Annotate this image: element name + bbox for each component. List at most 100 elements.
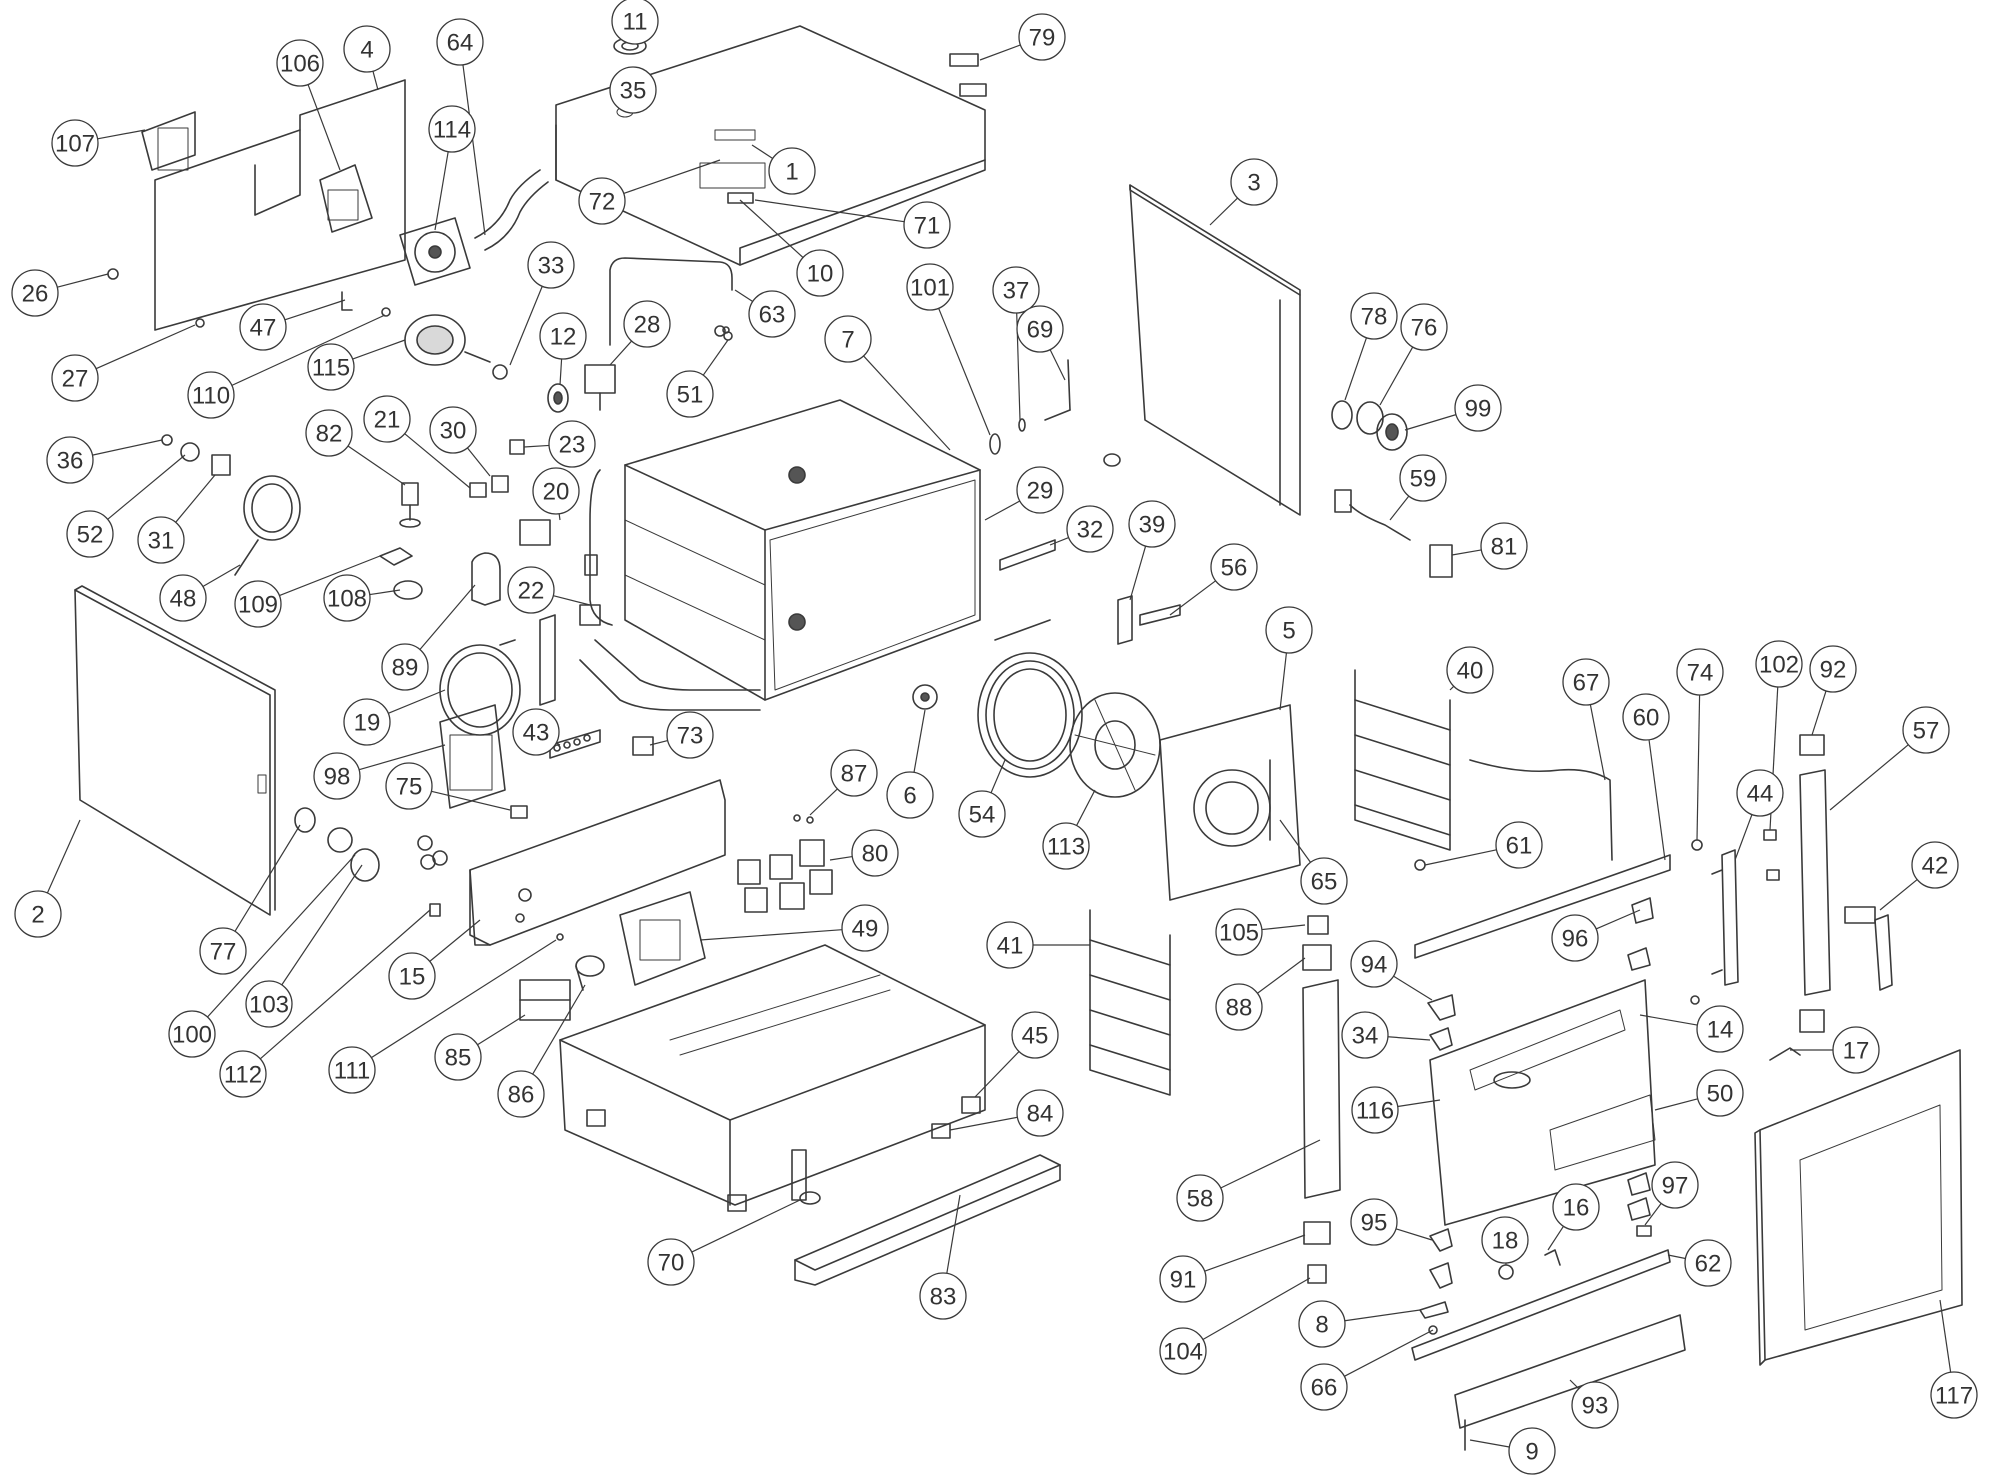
- part-connector: [510, 736, 654, 819]
- leader-line-82: [347, 445, 406, 486]
- part-pcb: [619, 891, 706, 986]
- callout-label: 106: [280, 51, 320, 78]
- callout-circle: [187, 371, 235, 419]
- callout-15: 15: [388, 952, 436, 1000]
- callout-label: 77: [210, 939, 237, 966]
- callout-label: 80: [862, 841, 889, 868]
- callout-57: 57: [1902, 706, 1950, 754]
- callout-circle: [1508, 1427, 1556, 1475]
- callout-51: 51: [666, 370, 714, 418]
- callout-101: 101: [906, 263, 954, 311]
- leader-line-88: [1257, 957, 1306, 994]
- callout-63: 63: [748, 290, 796, 338]
- callout-97: 97: [1651, 1161, 1699, 1209]
- callout-19: 19: [343, 698, 391, 746]
- callout-54: 54: [958, 790, 1006, 838]
- callout-label: 17: [1843, 1038, 1870, 1065]
- part-support: [791, 1149, 821, 1205]
- part-feet: [586, 1096, 981, 1212]
- leader-line-79: [979, 44, 1021, 61]
- leader-line-16: [1547, 1225, 1564, 1251]
- part-door-hinges: [1427, 897, 1654, 1289]
- callout-label: 3: [1247, 170, 1260, 197]
- part-sensor-wire: [1334, 489, 1453, 578]
- leader-line-93: [1569, 1379, 1580, 1390]
- leader-line-83: [946, 1194, 961, 1274]
- callout-label: 18: [1492, 1228, 1519, 1255]
- callout-label: 10: [807, 261, 834, 288]
- leader-line-104: [1202, 1277, 1311, 1341]
- callout-circle: [830, 749, 878, 797]
- part-elbow: [471, 552, 501, 606]
- callout-label: 116: [1356, 1098, 1394, 1125]
- leader-line-50: [1654, 1098, 1698, 1111]
- leader-line-86: [532, 984, 586, 1075]
- callout-83: 83: [919, 1272, 967, 1320]
- leader-line-1: [751, 144, 774, 159]
- callout-72: 72: [578, 177, 626, 225]
- leader-line-87: [809, 788, 838, 816]
- callout-circle: [429, 406, 477, 454]
- callout-label: 91: [1170, 1267, 1197, 1294]
- part-probe: [1044, 359, 1071, 421]
- callout-33: 33: [527, 241, 575, 289]
- callout-circle: [851, 829, 899, 877]
- callout-label: 48: [170, 586, 197, 613]
- part-right-side-panel: [1129, 184, 1301, 516]
- callout-label: 92: [1820, 657, 1847, 684]
- leader-line-114: [434, 151, 449, 231]
- callout-circle: [66, 510, 114, 558]
- callout-circle: [1571, 1381, 1619, 1429]
- leader-line-117: [1939, 1299, 1952, 1373]
- leader-line-116: [1397, 1099, 1441, 1108]
- callout-label: 107: [55, 131, 95, 158]
- leader-line-69: [1049, 349, 1066, 381]
- callout-20: 20: [532, 467, 580, 515]
- callout-label: 62: [1695, 1251, 1722, 1278]
- callout-80: 80: [851, 829, 899, 877]
- part-bent-tube: [609, 257, 733, 346]
- callout-circle: [1350, 1198, 1398, 1246]
- callout-95: 95: [1350, 1198, 1398, 1246]
- leader-line-5: [1279, 652, 1288, 711]
- leader-line-2: [46, 819, 81, 894]
- callout-circle: [1622, 693, 1670, 741]
- callout-circle: [1042, 822, 1090, 870]
- callout-circle: [239, 303, 287, 351]
- callout-32: 32: [1066, 505, 1114, 553]
- callout-circle: [168, 1010, 216, 1058]
- part-transformer: [519, 955, 605, 1021]
- callout-81: 81: [1480, 522, 1528, 570]
- callout-circle: [1159, 1255, 1207, 1303]
- callout-circle: [1684, 1239, 1732, 1287]
- callout-circle: [199, 927, 247, 975]
- part-left-side-panel: [74, 585, 276, 916]
- leader-line-109: [279, 555, 381, 597]
- leader-line-29: [984, 500, 1021, 521]
- callout-circle: [137, 516, 185, 564]
- callout-label: 100: [172, 1022, 212, 1049]
- callout-circle: [276, 39, 324, 87]
- leader-line-47: [284, 299, 346, 321]
- callout-label: 32: [1077, 517, 1104, 544]
- callout-64: 64: [436, 18, 484, 66]
- callout-77: 77: [199, 927, 247, 975]
- part-shelf-rack-right: [1354, 669, 1451, 851]
- callout-label: 109: [238, 592, 278, 619]
- callout-circle: [1016, 1089, 1064, 1137]
- part-disk: [547, 383, 569, 413]
- part-column: [1302, 979, 1341, 1199]
- leader-line-54: [990, 759, 1006, 794]
- callout-label: 96: [1562, 926, 1589, 953]
- callout-circle: [51, 354, 99, 402]
- callout-label: 65: [1311, 869, 1338, 896]
- callout-2: 2: [14, 890, 62, 938]
- callout-label: 35: [620, 78, 647, 105]
- callout-41: 41: [986, 921, 1034, 969]
- leader-line-57: [1829, 744, 1909, 811]
- part-blocks: [1302, 915, 1332, 1284]
- callout-label: 39: [1139, 512, 1166, 539]
- callout-76: 76: [1400, 303, 1448, 351]
- part-door-handle: [1711, 849, 1739, 986]
